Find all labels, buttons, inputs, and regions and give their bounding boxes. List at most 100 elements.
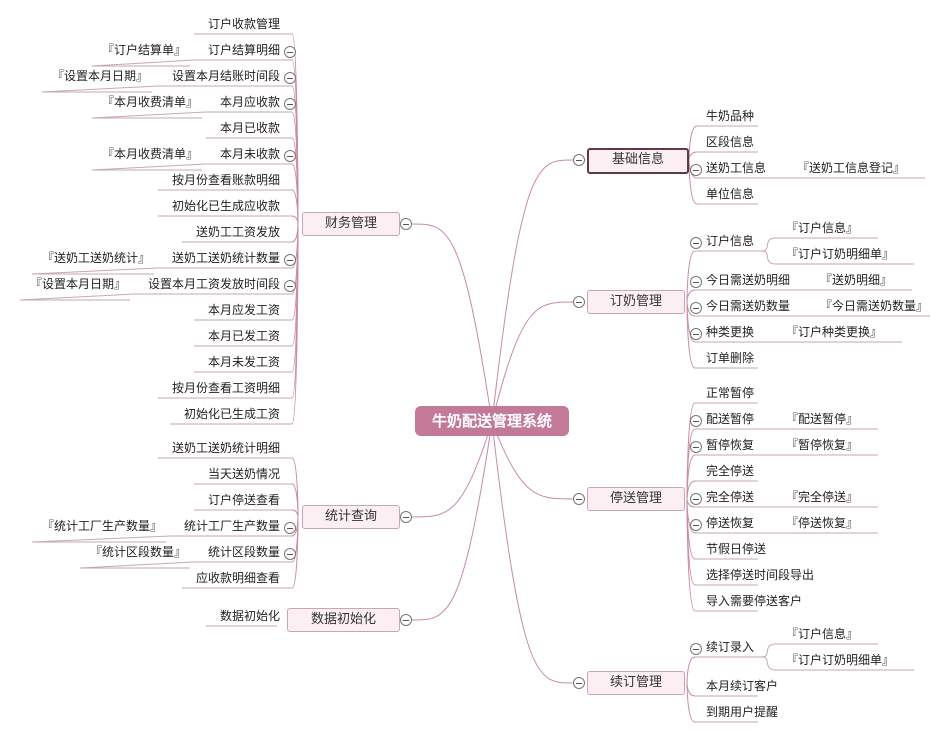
branch-item[interactable]: 完全停送 xyxy=(706,464,755,478)
sub-item[interactable]: 『统计工厂生产数量』 xyxy=(42,519,163,533)
collapse-toggle-icon[interactable] xyxy=(690,237,702,249)
branch-item[interactable]: 完全停送 xyxy=(706,490,755,504)
collapse-toggle-icon[interactable] xyxy=(690,302,702,314)
branch-item[interactable]: 本月续订客户 xyxy=(706,679,779,693)
sub-item[interactable]: 『设置本月日期』 xyxy=(52,69,149,83)
sub-item[interactable]: 『设置本月日期』 xyxy=(30,277,127,291)
sub-item[interactable]: 『订户信息』 xyxy=(786,627,859,641)
sub-item[interactable]: 『订户订奶明细单』 xyxy=(786,247,895,261)
branch-item[interactable]: 送奶工送奶统计明细 xyxy=(171,441,280,455)
collapse-toggle-icon[interactable] xyxy=(284,150,296,162)
sub-item[interactable]: 『本月收费清单』 xyxy=(102,95,199,109)
branch-item[interactable]: 初始化已生成应收款 xyxy=(171,199,280,213)
sub-item[interactable]: 『今日需送奶数量』 xyxy=(820,299,929,313)
branch-item[interactable]: 节假日停送 xyxy=(706,542,767,556)
branch-item[interactable]: 本月未收款 xyxy=(219,147,280,161)
branch-item[interactable]: 送奶工送奶统计数量 xyxy=(171,251,280,265)
branch-item[interactable]: 本月应发工资 xyxy=(207,303,280,317)
branch-node[interactable]: 订奶管理 xyxy=(587,290,685,314)
collapse-toggle-icon[interactable] xyxy=(284,98,296,110)
sub-item[interactable]: 『订户订奶明细单』 xyxy=(786,653,895,667)
sub-item[interactable]: 『订户结算单』 xyxy=(102,43,187,57)
branch-item[interactable]: 导入需要停送客户 xyxy=(706,594,803,608)
branch-item[interactable]: 暂停恢复 xyxy=(706,438,755,452)
sub-item[interactable]: 『统计区段数量』 xyxy=(90,545,187,559)
branch-item[interactable]: 应收款明细查看 xyxy=(195,571,280,585)
sub-item[interactable]: 『送奶明细』 xyxy=(820,273,893,287)
branch-item[interactable]: 今日需送奶明细 xyxy=(706,273,791,287)
branch-item[interactable]: 订户结算明细 xyxy=(207,43,280,57)
collapse-toggle-icon[interactable] xyxy=(400,218,412,230)
branch-item[interactable]: 按月份查看账款明细 xyxy=(171,173,280,187)
branch-item[interactable]: 当天送奶情况 xyxy=(207,467,280,481)
collapse-toggle-icon[interactable] xyxy=(284,548,296,560)
branch-item[interactable]: 到期用户提醒 xyxy=(706,705,779,719)
branch-item[interactable]: 停送恢复 xyxy=(706,516,755,530)
branch-item[interactable]: 统计工厂生产数量 xyxy=(183,519,280,533)
collapse-toggle-icon[interactable] xyxy=(573,296,585,308)
sub-item[interactable]: 『配送暂停』 xyxy=(786,412,859,426)
collapse-toggle-icon[interactable] xyxy=(400,511,412,523)
collapse-toggle-icon[interactable] xyxy=(284,522,296,534)
branch-node[interactable]: 续订管理 xyxy=(587,671,685,695)
sub-item[interactable]: 『暂停恢复』 xyxy=(786,438,859,452)
branch-item[interactable]: 选择停送时间段导出 xyxy=(706,568,815,582)
branch-item[interactable]: 订户信息 xyxy=(706,234,755,248)
sub-item[interactable]: 『送奶工信息登记』 xyxy=(797,161,906,175)
branch-node[interactable]: 数据初始化 xyxy=(287,608,400,632)
branch-item[interactable]: 送奶工信息 xyxy=(706,161,767,175)
branch-item[interactable]: 单位信息 xyxy=(706,187,755,201)
branch-item[interactable]: 设置本月工资发放时间段 xyxy=(147,277,280,291)
branch-item[interactable]: 配送暂停 xyxy=(706,412,755,426)
collapse-toggle-icon[interactable] xyxy=(400,614,412,626)
branch-item[interactable]: 订单删除 xyxy=(706,351,755,365)
branch-item[interactable]: 本月已收款 xyxy=(219,121,280,135)
collapse-toggle-icon[interactable] xyxy=(573,677,585,689)
branch-item[interactable]: 数据初始化 xyxy=(219,609,280,623)
collapse-toggle-icon[interactable] xyxy=(573,493,585,505)
sub-item[interactable]: 『送奶工送奶统计』 xyxy=(42,251,151,265)
branch-item[interactable]: 订户停送查看 xyxy=(207,493,280,507)
branch-item[interactable]: 设置本月结账时间段 xyxy=(171,69,280,83)
collapse-toggle-icon[interactable] xyxy=(284,72,296,84)
branch-item[interactable]: 按月份查看工资明细 xyxy=(171,381,280,395)
sub-item[interactable]: 『本月收费清单』 xyxy=(102,147,199,161)
collapse-toggle-icon[interactable] xyxy=(284,280,296,292)
branch-item[interactable]: 正常暂停 xyxy=(706,386,755,400)
branch-item[interactable]: 订户收款管理 xyxy=(207,17,280,31)
sub-item[interactable]: 『订户种类更换』 xyxy=(786,325,883,339)
collapse-toggle-icon[interactable] xyxy=(573,154,585,166)
branch-item[interactable]: 初始化已生成工资 xyxy=(183,407,280,421)
branch-item[interactable]: 本月应收款 xyxy=(219,95,280,109)
branch-item[interactable]: 区段信息 xyxy=(706,135,755,149)
collapse-toggle-icon[interactable] xyxy=(284,46,296,58)
branch-node[interactable]: 基础信息 xyxy=(587,148,689,174)
collapse-toggle-icon[interactable] xyxy=(690,493,702,505)
sub-item[interactable]: 『完全停送』 xyxy=(786,490,859,504)
branch-item[interactable]: 本月未发工资 xyxy=(207,355,280,369)
connector xyxy=(91,59,195,67)
branch-item[interactable]: 牛奶品种 xyxy=(706,109,755,123)
branch-item[interactable]: 送奶工工资发放 xyxy=(195,225,280,239)
collapse-toggle-icon[interactable] xyxy=(690,643,702,655)
collapse-toggle-icon[interactable] xyxy=(284,254,296,266)
connector xyxy=(686,480,696,500)
collapse-toggle-icon[interactable] xyxy=(690,519,702,531)
collapse-toggle-icon[interactable] xyxy=(690,164,702,176)
sub-item[interactable]: 『订户信息』 xyxy=(786,221,859,235)
collapse-toggle-icon[interactable] xyxy=(690,441,702,453)
branch-item[interactable]: 种类更换 xyxy=(706,325,755,339)
branch-node[interactable]: 财务管理 xyxy=(302,212,400,236)
collapse-toggle-icon[interactable] xyxy=(690,328,702,340)
collapse-toggle-icon[interactable] xyxy=(690,415,702,427)
branch-item[interactable]: 今日需送奶数量 xyxy=(706,299,791,313)
root-node[interactable]: 牛奶配送管理系统 xyxy=(415,406,569,436)
branch-item[interactable]: 续订录入 xyxy=(706,640,755,654)
branch-node[interactable]: 统计查询 xyxy=(302,505,400,529)
sub-item[interactable]: 『停送恢复』 xyxy=(786,516,859,530)
connector xyxy=(686,656,696,684)
branch-item[interactable]: 统计区段数量 xyxy=(207,545,280,559)
branch-node[interactable]: 停送管理 xyxy=(587,487,685,511)
collapse-toggle-icon[interactable] xyxy=(690,276,702,288)
branch-item[interactable]: 本月已发工资 xyxy=(207,329,280,343)
